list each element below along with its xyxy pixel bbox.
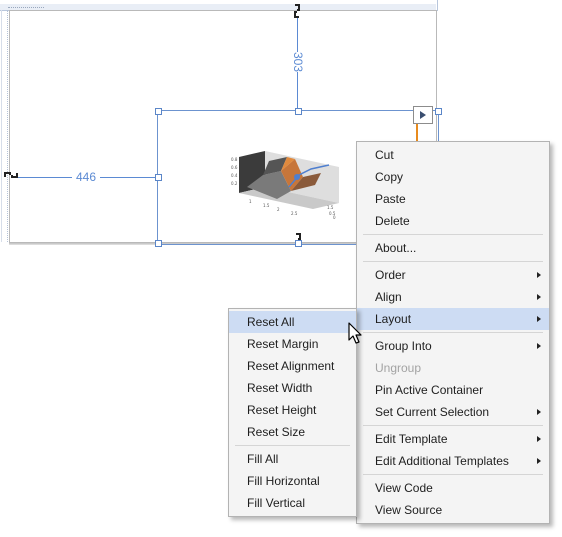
svg-text:0.5: 0.5 xyxy=(329,211,336,216)
menu-item-label: Group Into xyxy=(375,339,432,353)
chevron-right-icon xyxy=(537,272,541,278)
context-menu-item-ungroup[interactable]: Ungroup xyxy=(357,357,549,379)
resize-handle[interactable] xyxy=(155,240,162,247)
chevron-right-icon xyxy=(537,294,541,300)
menu-item-label: Fill All xyxy=(247,452,279,466)
anchor-chain-icon[interactable] xyxy=(4,170,18,182)
top-margin-value: 303 xyxy=(291,51,305,72)
design-ruler xyxy=(0,4,436,10)
menu-item-label: Reset Width xyxy=(247,381,313,395)
menu-item-label: Fill Horizontal xyxy=(247,474,320,488)
left-guide-dotted xyxy=(7,10,9,242)
svg-text:0.6: 0.6 xyxy=(231,165,238,170)
menu-item-label: View Code xyxy=(375,481,433,495)
context-menu-item-edit-template[interactable]: Edit Template xyxy=(357,428,549,450)
chevron-right-icon xyxy=(537,316,541,322)
menu-item-label: Set Current Selection xyxy=(375,405,490,419)
chevron-right-icon xyxy=(537,458,541,464)
context-menu-item-align[interactable]: Align xyxy=(357,286,549,308)
ruler-marker xyxy=(8,7,44,9)
menu-separator xyxy=(235,445,350,446)
svg-text:2.5: 2.5 xyxy=(291,211,298,216)
svg-text:0.2: 0.2 xyxy=(231,181,238,186)
top-margin-label: 303 xyxy=(289,52,307,72)
menu-item-label: Reset All xyxy=(247,315,295,329)
svg-text:1.5: 1.5 xyxy=(327,205,334,210)
svg-text:1.5: 1.5 xyxy=(263,203,270,208)
menu-separator xyxy=(363,474,543,475)
context-menu-item-edit-additional-templates[interactable]: Edit Additional Templates xyxy=(357,450,549,472)
context-menu-item-about[interactable]: About... xyxy=(357,237,549,259)
left-guide-line xyxy=(1,10,2,242)
menu-item-label: Fill Vertical xyxy=(247,496,306,510)
layout-menu-item-reset-size[interactable]: Reset Size xyxy=(229,421,356,443)
layout-menu-item-reset-height[interactable]: Reset Height xyxy=(229,399,356,421)
menu-item-label: Reset Margin xyxy=(247,337,319,351)
menu-item-label: Layout xyxy=(375,312,412,326)
menu-item-label: Cut xyxy=(375,148,394,162)
chevron-right-icon xyxy=(537,343,541,349)
layout-menu-item-fill-vertical[interactable]: Fill Vertical xyxy=(229,492,356,514)
svg-text:0.8: 0.8 xyxy=(231,157,238,162)
menu-item-label: Pin Active Container xyxy=(375,383,484,397)
menu-separator xyxy=(363,234,543,235)
layout-menu-item-reset-all[interactable]: Reset All xyxy=(229,311,356,333)
context-menu-item-group-into[interactable]: Group Into xyxy=(357,335,549,357)
menu-item-label: About... xyxy=(375,241,417,255)
context-menu-item-set-current-selection[interactable]: Set Current Selection xyxy=(357,401,549,423)
menu-separator xyxy=(363,332,543,333)
menu-item-label: Paste xyxy=(375,192,406,206)
svg-text:0: 0 xyxy=(333,215,336,220)
layout-menu-item-reset-width[interactable]: Reset Width xyxy=(229,377,356,399)
smart-tag-stem xyxy=(416,123,418,142)
context-menu-item-view-source[interactable]: View Source xyxy=(357,499,549,521)
menu-separator xyxy=(363,425,543,426)
menu-separator xyxy=(363,261,543,262)
left-margin-value: 446 xyxy=(72,170,100,185)
context-menu-item-order[interactable]: Order xyxy=(357,264,549,286)
svg-text:1: 1 xyxy=(249,199,252,204)
resize-handle[interactable] xyxy=(295,108,302,115)
layout-menu-item-reset-alignment[interactable]: Reset Alignment xyxy=(229,355,356,377)
menu-item-label: Edit Additional Templates xyxy=(375,454,509,468)
menu-item-label: Delete xyxy=(375,214,410,228)
anchor-chain-icon[interactable] xyxy=(292,4,302,20)
menu-item-label: View Source xyxy=(375,503,443,517)
context-menu-item-view-code[interactable]: View Code xyxy=(357,477,549,499)
svg-text:0.4: 0.4 xyxy=(231,173,238,178)
menu-item-label: Copy xyxy=(375,170,404,184)
menu-item-label: Edit Template xyxy=(375,432,448,446)
menu-item-label: Ungroup xyxy=(375,361,422,375)
svg-text:2: 2 xyxy=(277,207,280,212)
layout-menu-item-reset-margin[interactable]: Reset Margin xyxy=(229,333,356,355)
menu-item-label: Reset Size xyxy=(247,425,306,439)
resize-handle[interactable] xyxy=(155,174,162,181)
context-menu-item-paste[interactable]: Paste xyxy=(357,188,549,210)
chevron-right-icon xyxy=(537,409,541,415)
resize-handle[interactable] xyxy=(435,108,442,115)
mouse-pointer-icon xyxy=(348,322,362,344)
layout-menu-item-fill-horizontal[interactable]: Fill Horizontal xyxy=(229,470,356,492)
context-menu-item-layout[interactable]: Layout xyxy=(357,308,549,330)
context-menu-item-cut[interactable]: Cut xyxy=(357,144,549,166)
context-menu-item-pin-active-container[interactable]: Pin Active Container xyxy=(357,379,549,401)
context-menu-item-delete[interactable]: Delete xyxy=(357,210,549,232)
menu-item-label: Align xyxy=(375,290,402,304)
smart-tag-arrow-icon[interactable] xyxy=(413,106,433,124)
chevron-right-icon xyxy=(537,436,541,442)
layout-menu-item-fill-all[interactable]: Fill All xyxy=(229,448,356,470)
resize-handle[interactable] xyxy=(295,240,302,247)
resize-handle[interactable] xyxy=(155,108,162,115)
menu-item-label: Reset Alignment xyxy=(247,359,335,373)
surface-chart-thumbnail: 0.80.60.40.2 11.522.5 1.50.50 xyxy=(231,151,339,220)
menu-item-label: Reset Height xyxy=(247,403,317,417)
context-menu-item-copy[interactable]: Copy xyxy=(357,166,549,188)
menu-item-label: Order xyxy=(375,268,406,282)
